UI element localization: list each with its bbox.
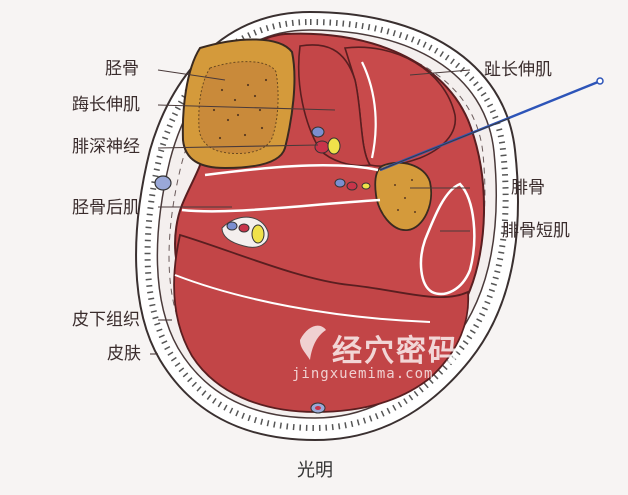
watermark-logo-text: 经穴密码 [332, 334, 460, 369]
label-subcutaneous: 皮下组织 [72, 310, 140, 330]
label-edl: 趾长伸肌 [484, 60, 552, 80]
needle-handle-icon [596, 77, 604, 85]
muscle-peroneus-brevis [419, 182, 476, 296]
label-deep-peroneal-nerve: 腓深神经 [72, 137, 140, 157]
label-fibula: 腓骨 [511, 178, 545, 198]
watermark-logo-icon [300, 325, 326, 360]
great-saphenous-vein [154, 175, 172, 191]
leader-lines [150, 69, 471, 355]
small-saphenous-vein [310, 402, 326, 414]
acupoint-caption: 光明 [297, 460, 333, 481]
label-skin: 皮肤 [107, 344, 141, 364]
fibula-dots [394, 179, 416, 213]
interosseous-vessels [334, 178, 371, 191]
posterior-tibial-bundle [221, 216, 269, 248]
label-ehl: 踇长伸肌 [72, 95, 140, 115]
watermark-url: jingxuemima.com [292, 366, 434, 382]
label-peroneus-brevis: 腓骨短肌 [502, 221, 570, 241]
label-tibialis-posterior: 胫骨后肌 [72, 198, 140, 218]
muscle-posterior [173, 233, 470, 413]
tibia-dots [212, 78, 268, 140]
fibula-bone [374, 161, 432, 231]
deep-peroneal-bundle [311, 126, 341, 155]
label-tibia: 胫骨 [105, 59, 139, 79]
